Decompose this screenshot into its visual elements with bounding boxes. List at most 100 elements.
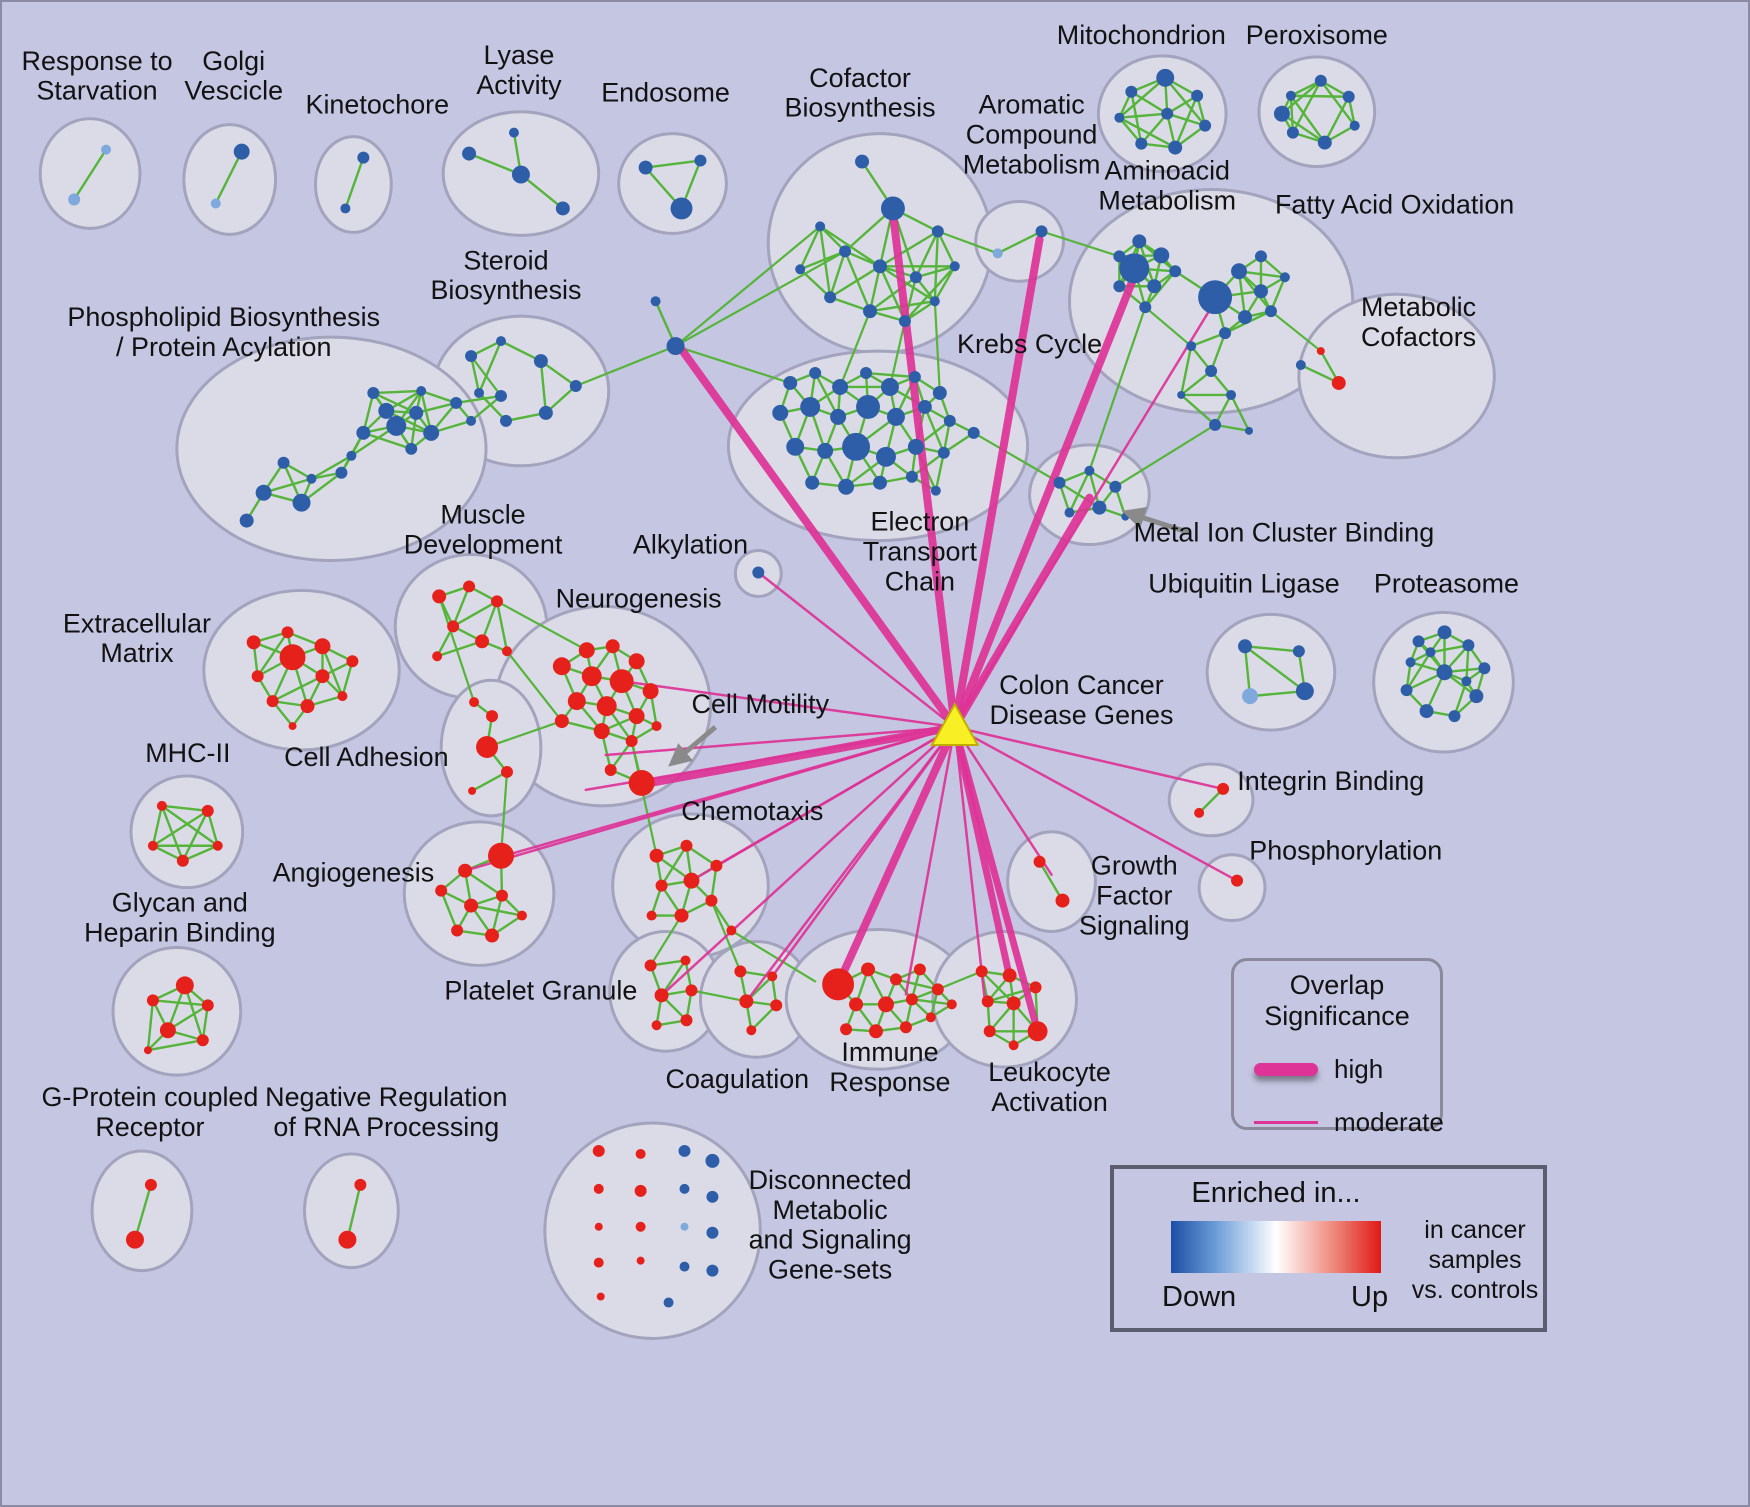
gene-set-node-down <box>694 154 707 167</box>
gene-set-node-down <box>880 196 905 221</box>
inter-cluster-edge <box>936 970 983 991</box>
gene-set-overlap-edge <box>1130 90 1169 115</box>
gene-set-node-up <box>646 910 657 921</box>
gene-set-overlap-edge <box>467 152 523 176</box>
gene-set-overlap-edge <box>903 265 956 323</box>
gene-set-node-up <box>680 1014 693 1027</box>
gene-set-overlap-edge <box>1269 276 1287 313</box>
label-steroid-biosynthesis: Biosynthesis <box>430 275 581 305</box>
label-aromatic-compound-metabolism: Metabolism <box>963 150 1101 180</box>
gene-set-node-down <box>1053 476 1066 489</box>
label-growth-factor-signaling: Growth <box>1091 851 1178 881</box>
label-krebs-cycle: Krebs Cycle <box>957 329 1102 359</box>
disease-overlap-edge-high <box>834 723 959 989</box>
gene-set-node-down <box>886 407 905 426</box>
gene-set-node-down <box>663 1297 674 1308</box>
label-disconnected-gene-sets: and Signaling <box>749 1225 912 1255</box>
gene-set-overlap-edge <box>1243 645 1252 698</box>
gene-set-node-down <box>875 446 896 467</box>
gene-set-node-down <box>423 424 440 441</box>
label-growth-factor-signaling: Signaling <box>1079 911 1190 941</box>
inter-cluster-edge <box>649 914 683 967</box>
gene-set-overlap-edge <box>160 804 209 813</box>
gene-set-overlap-edge <box>146 999 155 1052</box>
gene-set-overlap-edge <box>799 250 847 271</box>
gene-set-node-down <box>1238 639 1252 654</box>
gene-set-overlap-edge <box>660 844 688 887</box>
gene-set-node-up <box>156 800 167 811</box>
gene-set-node-down <box>495 389 507 402</box>
gene-set-overlap-edge <box>451 585 471 628</box>
disease-overlap-edge-moderate <box>715 725 957 867</box>
gene-set-node-down <box>356 425 371 440</box>
gene-set-node-down <box>908 371 921 383</box>
label-electron-transport-chain: Transport <box>863 537 978 567</box>
gene-set-node-down <box>905 470 918 483</box>
gene-set-overlap-edge <box>828 265 882 299</box>
gene-set-overlap-edge <box>934 451 946 492</box>
gene-set-node-down <box>462 146 477 161</box>
gene-set-overlap-edge <box>470 770 509 793</box>
gene-set-node-down <box>1292 645 1305 658</box>
gene-set-overlap-edge <box>372 389 423 395</box>
gene-set-node-up <box>196 1034 209 1047</box>
label-cofactor-biosynthesis: Cofactor <box>809 63 911 93</box>
label-lyase-activity: Activity <box>476 70 562 100</box>
gene-set-node-down <box>466 415 477 426</box>
cluster-ellipse-endosome <box>617 132 728 235</box>
gene-set-node-down <box>277 456 290 469</box>
gene-set-node-up <box>346 655 359 668</box>
label-extracellular-matrix: Matrix <box>100 638 174 668</box>
label-response-to-starvation: Starvation <box>36 76 157 106</box>
gene-set-node-up <box>496 889 508 902</box>
gene-set-overlap-edge <box>372 391 418 415</box>
gene-set-node-up <box>1002 968 1017 983</box>
gene-set-node-up <box>201 999 214 1012</box>
cluster-ellipse-metabolic-cofactors <box>1297 292 1496 460</box>
gene-set-node-down <box>1186 341 1197 352</box>
disease-overlap-edge-moderate <box>953 299 1217 729</box>
gene-set-node-down <box>1412 635 1425 648</box>
gene-set-node-up <box>710 859 723 872</box>
cluster-ellipse-mhc-ii <box>129 774 245 890</box>
gene-set-node-down <box>1114 112 1125 123</box>
gene-set-node-up <box>605 639 620 654</box>
gene-set-node-down <box>937 446 950 459</box>
gene-set-node-up <box>581 666 602 687</box>
gene-set-overlap-edge <box>1166 112 1207 127</box>
inter-cluster-edge <box>1040 230 1121 258</box>
gene-set-node-down <box>1205 365 1218 378</box>
inter-cluster-edge <box>674 225 822 348</box>
gene-set-node-down <box>706 1226 719 1239</box>
disease-overlap-edge-high <box>888 209 959 732</box>
gene-set-node-down <box>1242 688 1258 705</box>
gene-set-overlap-edge <box>151 809 209 847</box>
gene-set-overlap-edge <box>903 300 937 323</box>
gene-set-node-up <box>604 763 617 776</box>
gene-set-node-down <box>1161 107 1174 120</box>
gene-set-node-down <box>1400 684 1413 697</box>
gene-set-node-down <box>1419 704 1434 719</box>
gene-set-node-up <box>651 1020 662 1031</box>
legend-moderate-row: moderate <box>1254 1107 1444 1138</box>
disease-overlap-edge-moderate <box>463 725 957 872</box>
gene-set-overlap-edge <box>868 265 882 313</box>
gene-set-node-down <box>1109 480 1122 493</box>
gene-set-node-up <box>1331 376 1346 390</box>
cluster-ellipse-proteasome <box>1372 610 1515 754</box>
gene-set-overlap-edge <box>1299 363 1340 385</box>
gene-set-node-down <box>863 304 877 319</box>
label-muscle-development: Development <box>404 530 563 560</box>
gene-set-node-down <box>386 415 407 436</box>
label-leukocyte-activation: Leukocyte <box>988 1057 1111 1087</box>
gene-set-node-up <box>705 894 718 907</box>
gene-set-node-up <box>931 983 944 996</box>
gene-set-node-down <box>706 1190 719 1203</box>
gene-set-overlap-edge <box>828 250 847 299</box>
label-immune-response: Response <box>829 1067 950 1097</box>
label-cofactor-biosynthesis: Biosynthesis <box>785 93 936 123</box>
gene-set-overlap-edge <box>439 889 459 932</box>
label-disconnected-gene-sets: Gene-sets <box>768 1255 892 1285</box>
gene-set-node-down <box>824 291 837 304</box>
